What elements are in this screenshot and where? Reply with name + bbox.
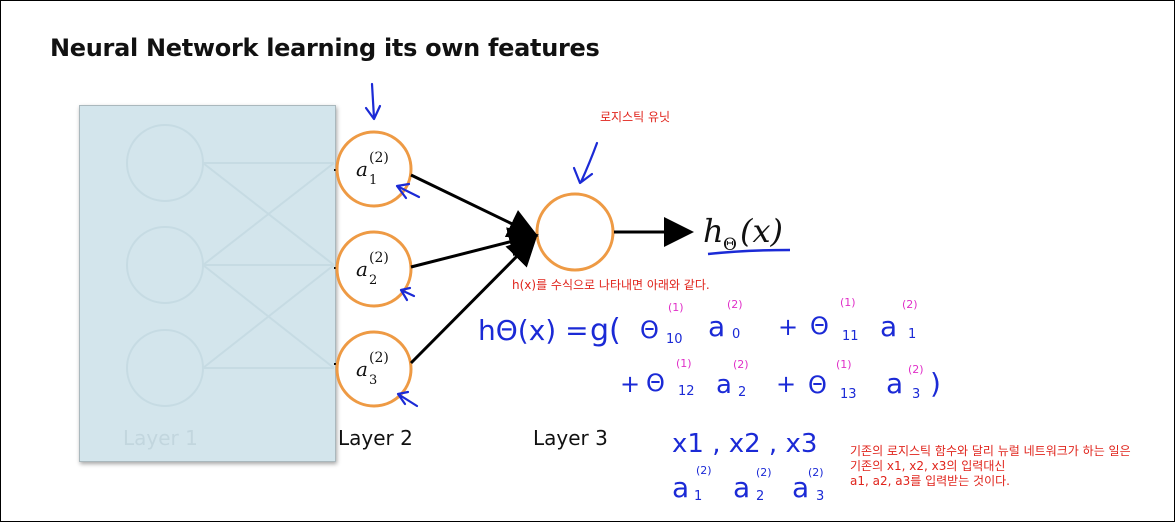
note-formula: h(x)를 수식으로 나타내면 아래와 같다.	[512, 278, 710, 292]
layer2-label: Layer 2	[338, 426, 413, 450]
hw-theta13-sup: (1)	[836, 358, 852, 371]
output-underline	[707, 248, 791, 256]
hw-input-a3-sub: 3	[816, 489, 824, 504]
hw-a3-sub: 3	[912, 387, 920, 402]
hw-theta12-sub: 12	[678, 384, 695, 399]
hw-theta10: Θ	[640, 316, 659, 344]
output-h-sub: Θ	[723, 235, 737, 255]
note-explanation-line2: 기존의 x1, x2, x3의 입력대신	[850, 459, 1006, 473]
hw-theta11-sub: 11	[842, 329, 859, 344]
layer1-overlay-box	[79, 105, 336, 462]
hw-a1-sub: 1	[908, 327, 916, 342]
note-logistic-unit: 로지스틱 유닛	[600, 110, 671, 124]
pen-arrow-down-output	[572, 141, 599, 185]
slide-title: Neural Network learning its own features	[50, 34, 600, 62]
hw-input-a2-sub: 2	[756, 489, 764, 504]
a3-sub: 3	[369, 373, 377, 388]
hw-a2: a	[716, 370, 732, 400]
pen-tick-a3	[396, 390, 419, 408]
edge-a3-output	[409, 235, 538, 365]
pen-arrow-down-layer2	[364, 82, 382, 121]
note-explanation: 기존의 로지스틱 함수와 달리 뉴럴 네트워크가 하는 일은 기존의 x1, x…	[850, 444, 1131, 489]
a1-sub: 1	[369, 173, 377, 188]
hw-a0: a	[708, 310, 725, 343]
hw-theta13-sub: 13	[840, 387, 857, 402]
hw-theta12-sup: (1)	[676, 357, 692, 370]
hw-input-a1: a	[672, 471, 689, 504]
hw-input-a1-sub: 1	[694, 489, 702, 504]
hw-lhs: hΘ(x) =	[478, 314, 589, 347]
hw-a3-sup: (2)	[908, 363, 924, 376]
hw-close-paren: )	[930, 367, 941, 400]
layer1-label: Layer 1	[123, 426, 198, 450]
hw-input-a1-sup: (2)	[696, 464, 712, 477]
a2-base: a	[356, 257, 368, 281]
hw-input-a2: a	[733, 471, 750, 504]
hw-a1-sup: (2)	[902, 298, 918, 311]
hw-input-a3: a	[792, 471, 809, 504]
hw-inputs-x: x1 , x2 , x3	[672, 429, 817, 459]
hw-g: g(	[590, 313, 621, 348]
note-explanation-line3: a1, a2, a3를 입력받는 것이다.	[850, 474, 1010, 488]
hw-plus2: +	[620, 370, 640, 398]
hw-theta10-sup: (1)	[668, 301, 684, 314]
edge-a1-output	[410, 173, 539, 238]
a2-sub: 2	[369, 273, 377, 288]
hw-a2-sup: (2)	[733, 358, 749, 371]
note-explanation-line1: 기존의 로지스틱 함수와 달리 뉴럴 네트워크가 하는 일은	[850, 444, 1131, 458]
hw-theta11-sup: (1)	[840, 296, 856, 309]
hw-theta11: Θ	[810, 312, 829, 340]
a2-sup: (2)	[369, 250, 389, 266]
output-h-arg: (x)	[740, 212, 783, 250]
hw-input-a2-sup: (2)	[756, 466, 772, 479]
a1-sup: (2)	[369, 150, 389, 166]
hw-a0-sup: (2)	[727, 298, 743, 311]
hw-a0-sub: 0	[732, 327, 740, 342]
hw-theta12: Θ	[646, 369, 665, 397]
hw-input-a3-sup: (2)	[808, 466, 824, 479]
hw-theta13: Θ	[808, 371, 827, 399]
output-h: h	[703, 212, 724, 250]
hw-plus3: +	[776, 370, 796, 398]
a3-base: a	[356, 357, 368, 381]
pen-tick-a2	[399, 286, 416, 302]
node-a1	[335, 130, 413, 208]
hw-plus1: +	[778, 313, 798, 341]
pen-tick-a1	[395, 182, 421, 200]
layer3-label: Layer 3	[533, 426, 608, 450]
hw-a1: a	[880, 310, 897, 343]
a1-base: a	[356, 157, 368, 181]
hw-a2-sub: 2	[738, 385, 746, 400]
node-a3	[335, 330, 413, 408]
node-a2	[335, 230, 413, 308]
a3-sup: (2)	[369, 350, 389, 366]
hw-theta10-sub: 10	[666, 332, 683, 347]
hw-a3: a	[886, 367, 903, 400]
